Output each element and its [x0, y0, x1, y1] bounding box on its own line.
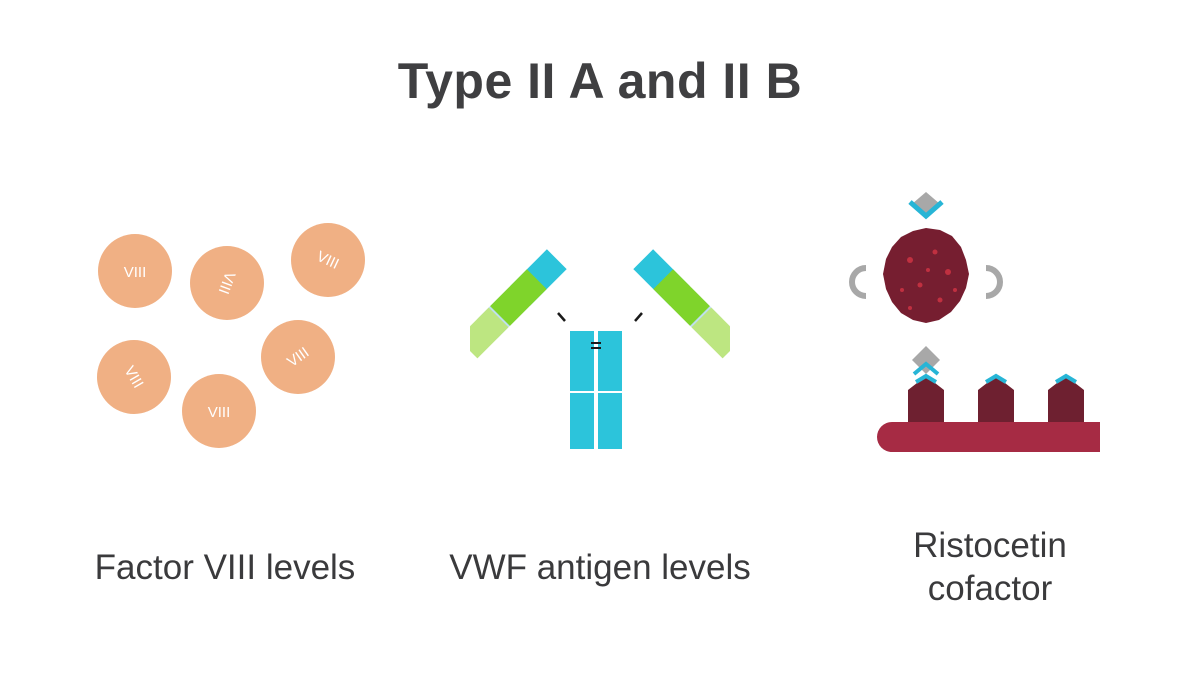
- vessel-base: [877, 422, 1100, 452]
- svg-text:VIII: VIII: [124, 264, 147, 281]
- platelet-blob: [883, 228, 969, 323]
- factor-viii-caption: Factor VIII levels: [94, 548, 356, 587]
- receptor: [908, 373, 944, 424]
- svg-text:VIII: VIII: [208, 404, 231, 421]
- factor-viii-illustration: VIII VIII VIII VIII VIII VIII: [97, 223, 365, 448]
- vwf-antigen-caption: VWF antigen levels: [449, 548, 751, 587]
- disulfide-bond: [634, 312, 643, 322]
- vwf-antibody-illustration: [470, 249, 730, 449]
- binding-site-bottom: [912, 346, 940, 376]
- svg-text:VIII: VIII: [215, 269, 239, 296]
- binding-site-left: [849, 265, 867, 299]
- ristocetin-caption: Ristocetin cofactor: [850, 524, 1130, 610]
- antibody-left-light-chain: [470, 269, 547, 359]
- ristocetin-caption-line1: Ristocetin: [913, 526, 1067, 565]
- factor-viii-circle: VIII: [98, 234, 172, 308]
- receptor: [1048, 373, 1084, 424]
- antibody-stem: [570, 331, 622, 449]
- factor-viii-circle: VIII: [182, 374, 256, 448]
- factor-viii-circle: VIII: [190, 246, 264, 320]
- antibody-right-light-chain: [653, 269, 730, 359]
- page-title: Type II A and II B: [397, 53, 803, 109]
- factor-viii-circle: VIII: [261, 320, 335, 394]
- ristocetin-caption-line2: cofactor: [927, 569, 1053, 608]
- disulfide-bond: [557, 312, 566, 322]
- factor-viii-circle: VIII: [291, 223, 365, 297]
- ristocetin-illustration: [849, 192, 1100, 452]
- receptor: [978, 373, 1014, 424]
- binding-site-top: [908, 192, 944, 220]
- factor-viii-circle: VIII: [97, 340, 171, 414]
- binding-site-right: [985, 265, 1003, 299]
